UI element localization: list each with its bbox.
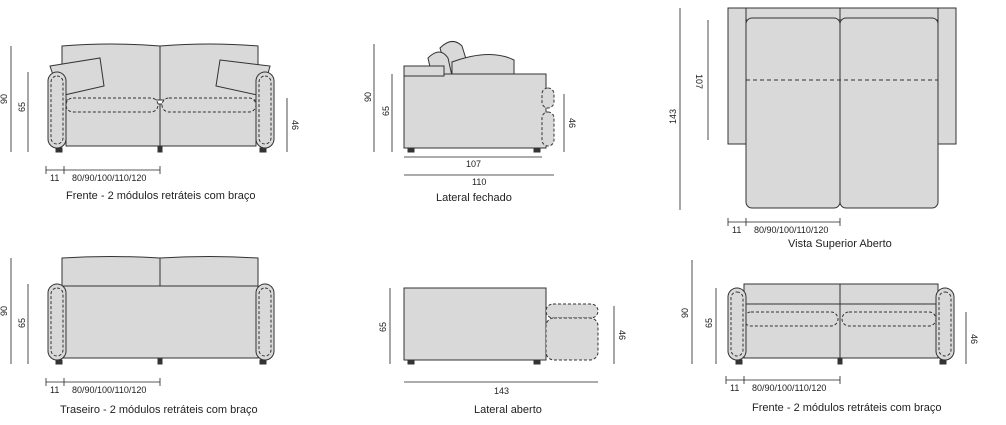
cushion-left [743, 311, 839, 327]
front-module-width: 80/90/100/110/120 [72, 173, 146, 183]
side-open-view [403, 287, 599, 365]
arm-left-top [727, 7, 747, 145]
caption-side-closed: Lateral fechado [436, 192, 512, 204]
side-closed-depth-total: 110 [472, 177, 486, 187]
seat-base-front [541, 111, 555, 147]
back-height-arm: 65 [17, 318, 27, 328]
arm-right-top [937, 7, 957, 145]
front-height-total: 90 [0, 94, 9, 104]
seat-left-top [745, 17, 841, 209]
front-open-module-width: 80/90/100/110/120 [752, 383, 826, 393]
front-view [47, 43, 275, 153]
front-height-seat: 46 [290, 120, 300, 130]
front-arm-width: 11 [50, 173, 59, 183]
extended-seat-top [545, 303, 599, 319]
seat-cushion-left [65, 97, 159, 113]
backrest [743, 283, 939, 305]
side-open-height-arm: 65 [378, 322, 388, 332]
front-open-height-arm: 65 [704, 318, 714, 328]
seat-cushion-right [161, 97, 257, 113]
caption-top-open: Vista Superior Aberto [788, 238, 892, 250]
side-body [403, 73, 547, 149]
arm-top [403, 65, 445, 77]
caption-back: Traseiro - 2 módulos retráteis com braço [60, 404, 258, 416]
front-open-dimensions [691, 260, 967, 384]
seat-front-stitch [541, 87, 555, 109]
side-body [403, 287, 547, 361]
side-closed-height-total: 90 [363, 92, 373, 102]
caption-side-open: Lateral aberto [474, 404, 542, 416]
front-open-view [727, 283, 955, 365]
backrest-top [451, 53, 515, 77]
side-closed-depth-seat: 107 [466, 159, 481, 169]
front-height-arm: 65 [17, 102, 27, 112]
back-height-total: 90 [0, 306, 9, 316]
side-closed-height-arm: 65 [381, 106, 391, 116]
side-closed-view [403, 41, 555, 153]
back-view [47, 256, 275, 365]
arm-right-stitch [258, 75, 272, 145]
side-open-depth-total: 143 [494, 386, 509, 396]
front-open-arm-width: 11 [730, 383, 739, 393]
front-dimensions [10, 46, 288, 174]
back-module-width: 80/90/100/110/120 [72, 385, 146, 395]
back-arm-width: 11 [50, 385, 59, 395]
extended-base [545, 317, 599, 361]
front-open-height-seat: 46 [969, 334, 979, 344]
cushion-right [841, 311, 937, 327]
top-open-view [727, 7, 957, 209]
seat-right-top [839, 17, 939, 209]
top-open-arm-width: 11 [732, 225, 741, 235]
top-open-module-width: 80/90/100/110/120 [754, 225, 828, 235]
arm-left-stitch [50, 75, 64, 145]
top-open-dimensions [679, 8, 841, 226]
caption-front: Frente - 2 módulos retráteis com braço [66, 190, 256, 202]
side-closed-dimensions [373, 44, 565, 176]
side-closed-height-seat: 46 [567, 118, 577, 128]
side-open-dimensions [389, 288, 615, 383]
top-open-depth-total: 143 [668, 109, 678, 124]
caption-front-open: Frente - 2 módulos retráteis com braço [752, 402, 942, 414]
back-panel [61, 285, 259, 359]
front-open-height-total: 90 [680, 308, 690, 318]
side-open-height-seat: 46 [617, 330, 627, 340]
back-dimensions [10, 258, 161, 386]
top-open-depth-seat: 107 [694, 74, 704, 89]
